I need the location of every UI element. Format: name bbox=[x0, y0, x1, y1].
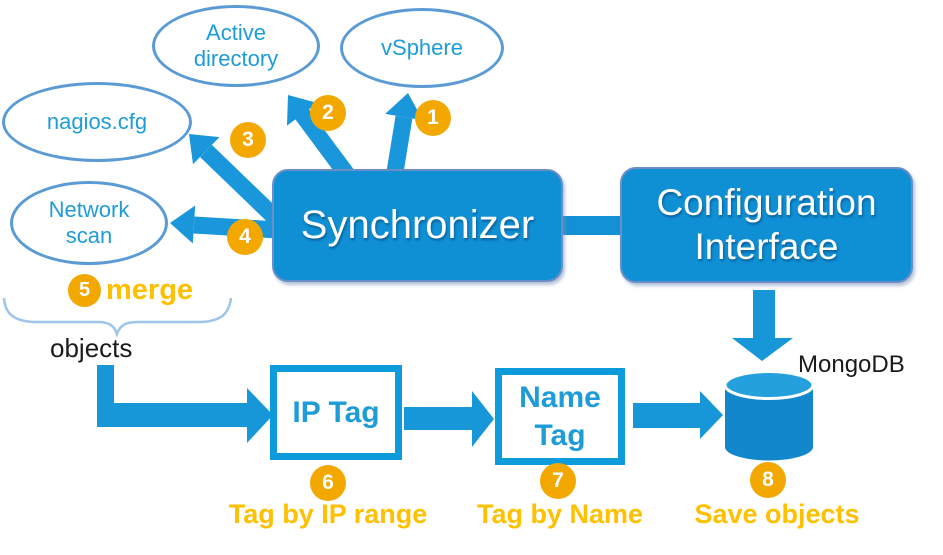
node-vsphere-label: vSphere bbox=[381, 35, 463, 60]
badge-step-6: 6 bbox=[310, 465, 346, 501]
node-nagios-cfg: nagios.cfg bbox=[2, 82, 192, 162]
badge-step-1: 1 bbox=[415, 100, 451, 136]
badge-step-8: 8 bbox=[750, 462, 786, 498]
arrow-to-active-directory bbox=[287, 95, 355, 182]
node-vsphere: vSphere bbox=[340, 8, 504, 88]
node-active-directory: Active directory bbox=[152, 5, 320, 87]
badge-step-4: 4 bbox=[227, 219, 263, 255]
name-tag-box: Name Tag bbox=[495, 368, 625, 465]
node-network-scan: Network scan bbox=[10, 181, 168, 265]
node-nagios-cfg-label: nagios.cfg bbox=[46, 109, 148, 134]
node-active-directory-label-line2: directory bbox=[193, 46, 279, 71]
arrow-config-to-mongodb bbox=[732, 290, 793, 361]
arrow-to-vsphere bbox=[385, 93, 423, 174]
name-tag-label-line1: Name bbox=[519, 380, 601, 414]
configuration-interface-label-line2: Interface bbox=[694, 226, 839, 267]
merge-label: merge bbox=[106, 274, 194, 306]
badge-step-2: 2 bbox=[310, 95, 346, 131]
configuration-interface-box: Configuration Interface bbox=[620, 167, 913, 283]
arrow-iptag-to-nametag bbox=[404, 391, 494, 447]
node-network-scan-label-line2: scan bbox=[65, 223, 113, 248]
tag-by-name-caption: Tag by Name bbox=[476, 499, 644, 529]
synchronizer-box: Synchronizer bbox=[272, 169, 563, 282]
ip-tag-box: IP Tag bbox=[270, 365, 402, 460]
badge-step-7: 7 bbox=[540, 463, 576, 499]
merge-brace bbox=[2, 297, 233, 338]
mongodb-label: MongoDB bbox=[798, 351, 905, 378]
connector-synchronizer-config bbox=[563, 216, 620, 235]
tag-by-ip-range-caption: Tag by IP range bbox=[228, 499, 428, 529]
objects-flow-arrow bbox=[97, 365, 273, 443]
objects-label: objects bbox=[50, 333, 133, 363]
mongodb-icon bbox=[723, 370, 815, 461]
name-tag-label-line2: Tag bbox=[534, 418, 586, 452]
node-active-directory-label-line1: Active bbox=[206, 20, 266, 45]
arrow-nametag-to-mongodb bbox=[633, 391, 723, 439]
synchronizer-label: Synchronizer bbox=[300, 203, 535, 247]
ip-tag-label: IP Tag bbox=[292, 395, 380, 429]
save-objects-caption: Save objects bbox=[694, 499, 860, 529]
badge-step-3: 3 bbox=[230, 122, 266, 158]
configuration-interface-label-line1: Configuration bbox=[656, 182, 877, 223]
badge-step-5: 5 bbox=[68, 274, 101, 307]
node-network-scan-label-line1: Network bbox=[48, 197, 130, 222]
